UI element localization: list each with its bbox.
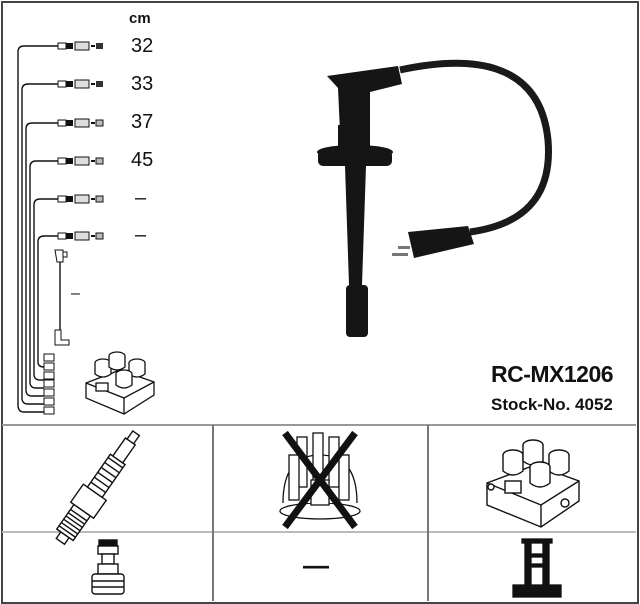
length-cyl-4: 45 bbox=[131, 149, 154, 171]
length-cyl-3: 37 bbox=[131, 111, 154, 133]
distributor-connector-value: — bbox=[303, 550, 329, 580]
coil-pack-small-icon bbox=[85, 351, 155, 415]
spark-plug-icon bbox=[55, 429, 141, 546]
length-cyl-6: – bbox=[135, 224, 147, 246]
coil-pack-icon bbox=[486, 439, 580, 528]
length-cyl-1: 32 bbox=[131, 35, 154, 57]
grid-divider-left bbox=[212, 425, 214, 601]
stock-number: Stock-No. 4052 bbox=[491, 395, 613, 414]
length-cyl-2: 33 bbox=[131, 73, 154, 95]
grid-divider-right bbox=[427, 425, 429, 601]
length-cyl-5: – bbox=[135, 187, 147, 209]
unit-label: cm bbox=[129, 10, 151, 27]
wire-paths bbox=[17, 41, 155, 415]
length-coil-lead: – bbox=[71, 285, 80, 302]
part-number: RC-MX1206 bbox=[491, 361, 614, 387]
ignition-cable-photo bbox=[317, 59, 552, 337]
coil-terminal-icon bbox=[512, 538, 562, 598]
distributor-cap-icon bbox=[279, 430, 361, 530]
not-applicable-cross-icon bbox=[282, 430, 358, 530]
grid-divider-middle bbox=[2, 531, 636, 533]
cable-connectors bbox=[43, 41, 104, 415]
grid-divider-top bbox=[2, 424, 636, 426]
spark-plug-terminal-icon bbox=[91, 539, 125, 595]
